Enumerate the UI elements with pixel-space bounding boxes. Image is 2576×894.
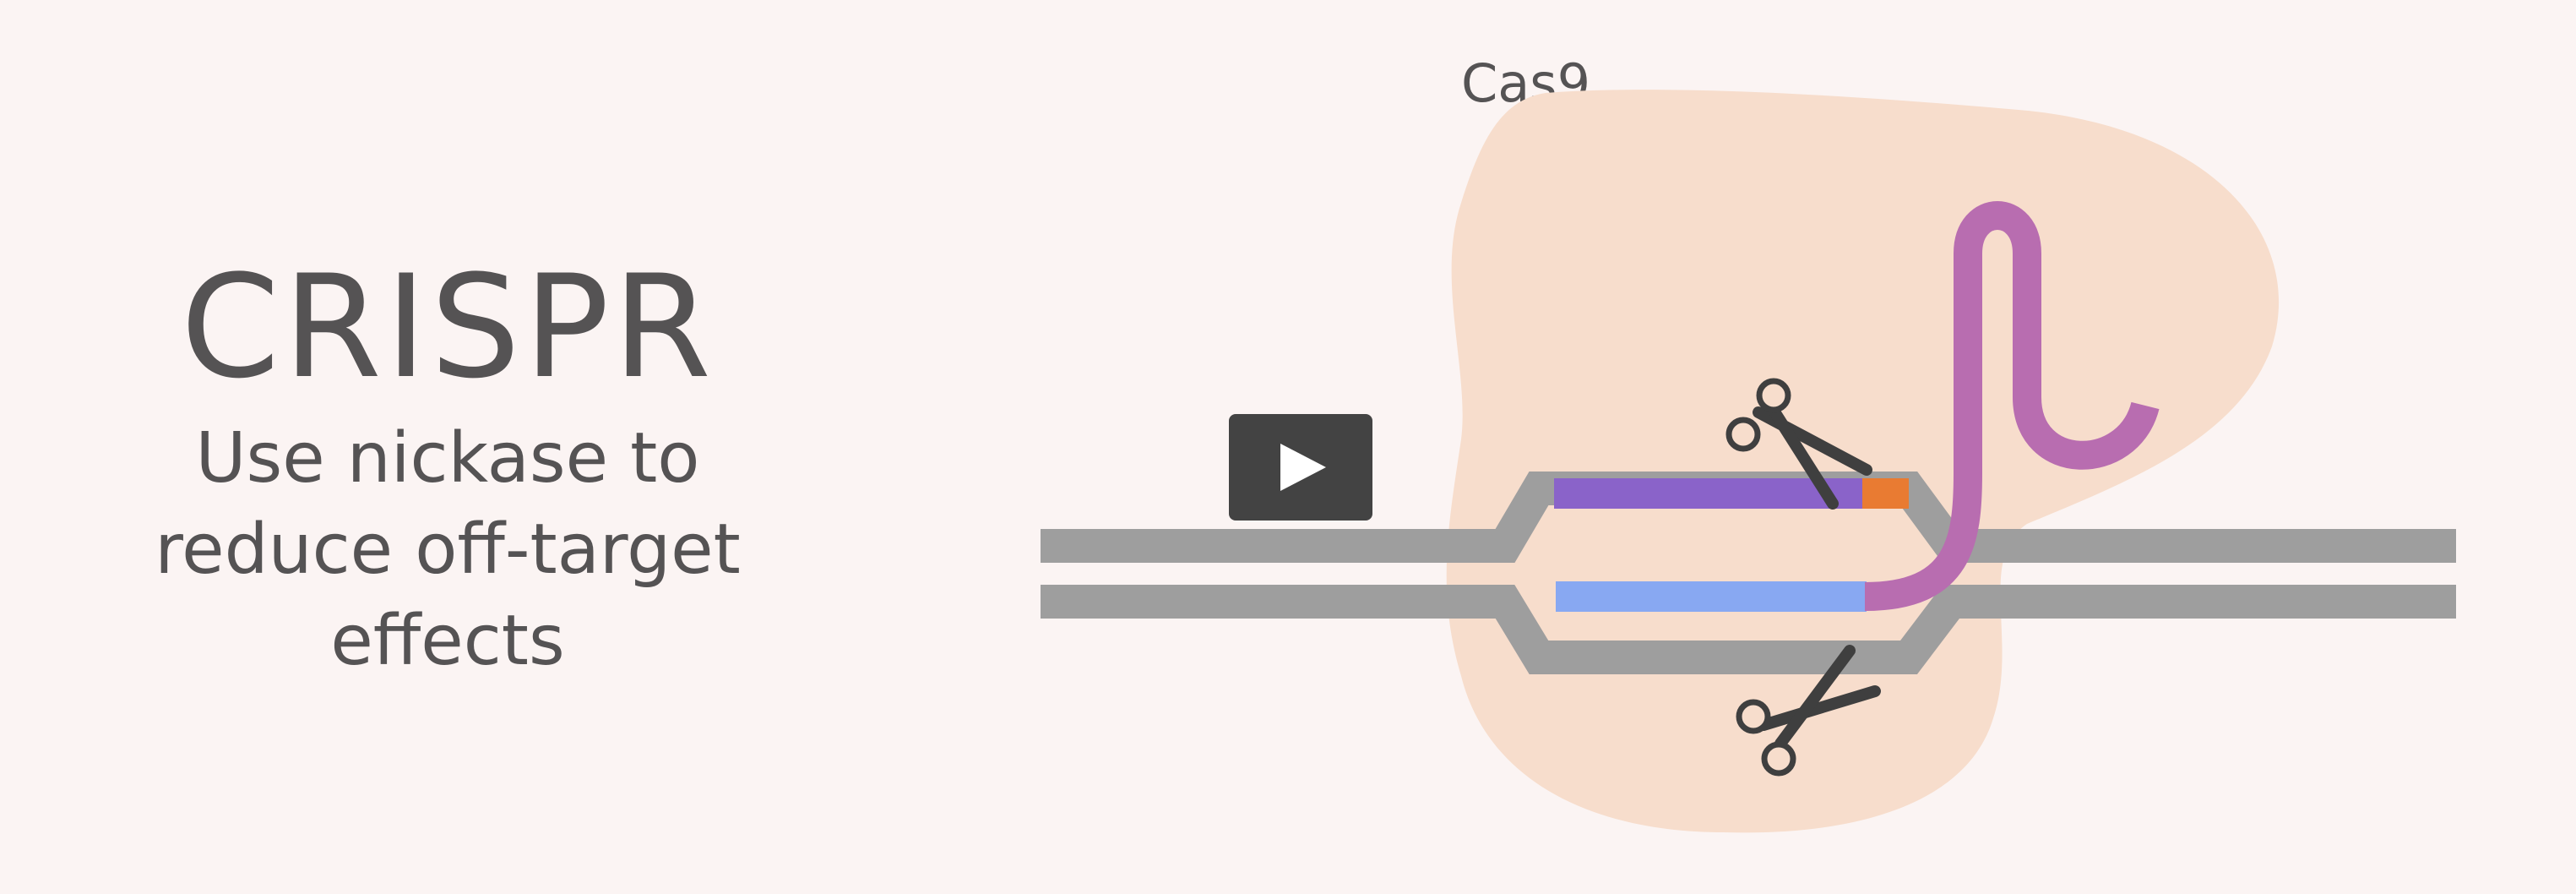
subtitle: Use nickase to reduce off-target effects [84, 413, 811, 687]
subtitle-line-1: Use nickase to [195, 418, 700, 499]
subtitle-line-2: reduce off-target [155, 510, 741, 590]
page-title: CRISPR [180, 244, 715, 410]
scissors-icon [1725, 378, 1872, 510]
subtitle-line-3: effects [330, 601, 565, 681]
play-icon [1280, 444, 1326, 491]
title-block: CRISPR Use nickase to reduce off-target … [84, 253, 811, 687]
dna-bottom-strand [1041, 585, 2456, 674]
guide-rna [1864, 201, 2160, 611]
scissors-icon [1736, 645, 1881, 777]
guide-spacer-segment [1556, 581, 1867, 612]
play-button[interactable] [1229, 414, 1372, 521]
pam-segment [1862, 478, 1909, 509]
